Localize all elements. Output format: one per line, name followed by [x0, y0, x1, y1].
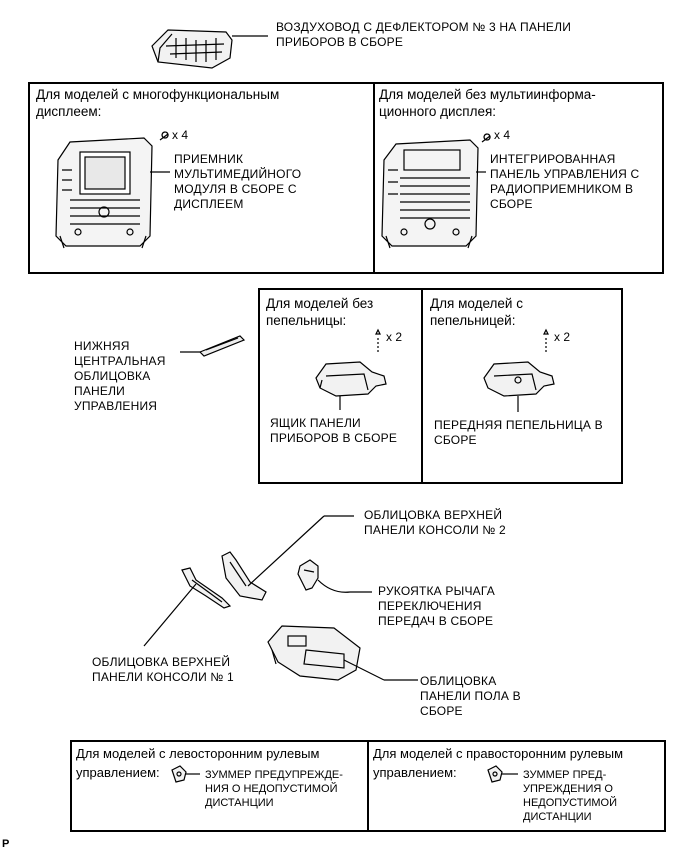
display-models-frame	[28, 82, 664, 274]
buzzer-models-divider	[367, 740, 369, 832]
console-upper-trim-1-drawing	[181, 567, 232, 609]
console-upper-trim-1-label: ОБЛИЦОВКА ВЕРХНЕЙ ПАНЕЛИ КОНСОЛИ № 1	[92, 655, 234, 684]
footer-mark: P	[2, 838, 10, 850]
buzzer-right-caption-line1: Для моделей с правосторонним рулевым	[373, 746, 624, 761]
instrument-box-label: ЯЩИК ПАНЕЛИ ПРИБОРОВ В СБОРЕ	[270, 416, 398, 445]
front-ashtray-drawing	[483, 361, 555, 397]
air-duct-drawing	[151, 29, 233, 69]
buzzer-right-label: ЗУММЕР ПРЕД- УПРЕЖДЕНИЯ О НЕДОПУСТИМОЙ Д…	[523, 769, 618, 823]
buzzer-left-drawing	[171, 765, 187, 783]
ashtray-models-divider	[421, 288, 423, 484]
ashtray-right-caption: Для моделей с пепельницей:	[430, 296, 523, 328]
floor-panel-trim-drawing	[267, 625, 361, 681]
instrument-box-drawing	[315, 361, 387, 397]
buzzer-right-caption-line2: управлением:	[373, 765, 457, 780]
display-right-qty: x 4	[494, 128, 511, 142]
buzzer-right-drawing	[487, 765, 503, 783]
ashtray-right-qty: x 2	[554, 330, 571, 344]
radio-control-panel-label: ИНТЕГРИРОВАННАЯ ПАНЕЛЬ УПРАВЛЕНИЯ С РАДИ…	[490, 152, 640, 211]
shift-knob-label: РУКОЯТКА РЫЧАГА ПЕРЕКЛЮЧЕНИЯ ПЕРЕДАЧ В С…	[378, 584, 495, 628]
air-duct-label: ВОЗДУХОВОД С ДЕФЛЕКТОРОМ № 3 НА ПАНЕЛИ П…	[276, 20, 572, 49]
multimedia-receiver-drawing	[55, 137, 153, 249]
display-left-caption: Для моделей с многофункциональным диспле…	[36, 87, 280, 119]
ashtray-left-caption: Для моделей без пепельницы:	[266, 296, 374, 328]
lower-center-trim-drawing	[198, 335, 246, 357]
buzzer-left-caption-line2: управлением:	[76, 765, 160, 780]
display-left-qty: x 4	[172, 128, 189, 142]
shift-knob-drawing	[297, 559, 319, 591]
lower-center-trim-label: НИЖНЯЯ ЦЕНТРАЛЬНАЯ ОБЛИЦОВКА ПАНЕЛИ УПРА…	[74, 339, 166, 413]
console-upper-trim-2-drawing	[221, 551, 267, 601]
radio-control-panel-drawing	[381, 139, 479, 249]
front-ashtray-label: ПЕРЕДНЯЯ ПЕПЕЛЬНИЦА В СБОРЕ	[434, 418, 603, 447]
ashtray-models-frame	[258, 288, 623, 484]
ashtray-left-qty: x 2	[386, 330, 403, 344]
buzzer-left-label: ЗУММЕР ПРЕДУПРЕЖДЕ- НИЯ О НЕДОПУСТИМОЙ Д…	[205, 769, 343, 809]
console-upper-trim-2-label: ОБЛИЦОВКА ВЕРХНЕЙ ПАНЕЛИ КОНСОЛИ № 2	[364, 508, 506, 537]
display-right-caption: Для моделей без мультиинформа- ционного …	[379, 87, 596, 119]
floor-panel-trim-label: ОБЛИЦОВКА ПАНЕЛИ ПОЛА В СБОРЕ	[420, 674, 521, 718]
buzzer-left-caption-line1: Для моделей с левосторонним рулевым	[76, 746, 320, 761]
multimedia-receiver-label: ПРИЕМНИК МУЛЬТИМЕДИЙНОГО МОДУЛЯ В СБОРЕ …	[174, 152, 302, 211]
display-models-divider	[373, 82, 375, 274]
